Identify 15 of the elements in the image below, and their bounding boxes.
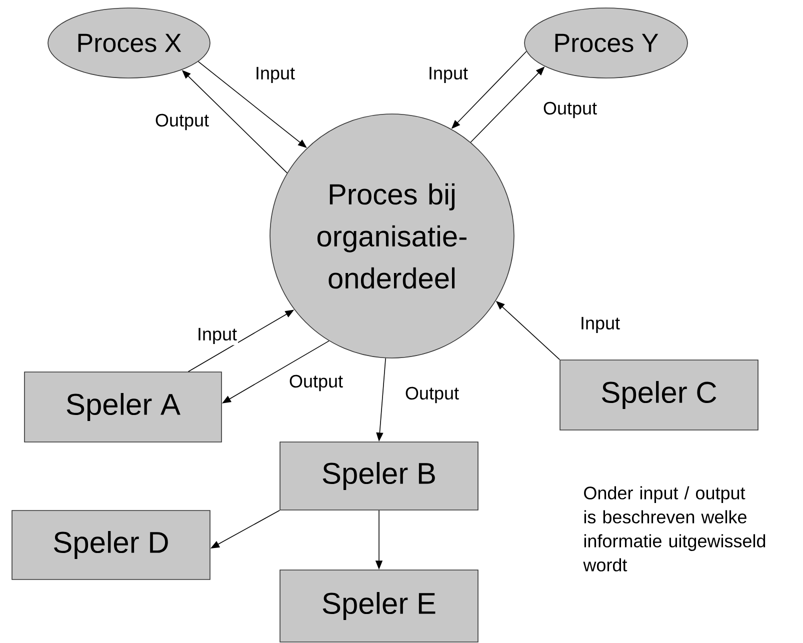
player-box: Speler E: [280, 570, 478, 642]
edge-label: Input: [579, 316, 622, 334]
edge-label: Input: [427, 66, 470, 84]
edge-label: Output: [288, 374, 344, 392]
edge-label: Input: [196, 326, 238, 346]
edge-label: Output: [404, 386, 460, 404]
edge-label: Output: [154, 112, 210, 132]
player-box: Speler D: [12, 510, 210, 580]
player-box: Speler B: [280, 442, 478, 510]
player-box: Speler A: [24, 372, 222, 442]
edge-label: Output: [542, 100, 598, 120]
note-text: Onder input / output is beschreven welke informatie uitgewisseld wordt: [583, 486, 766, 572]
arrow: [198, 61, 307, 148]
edge-label: Input: [254, 66, 296, 84]
player-box: Speler C: [560, 360, 758, 430]
